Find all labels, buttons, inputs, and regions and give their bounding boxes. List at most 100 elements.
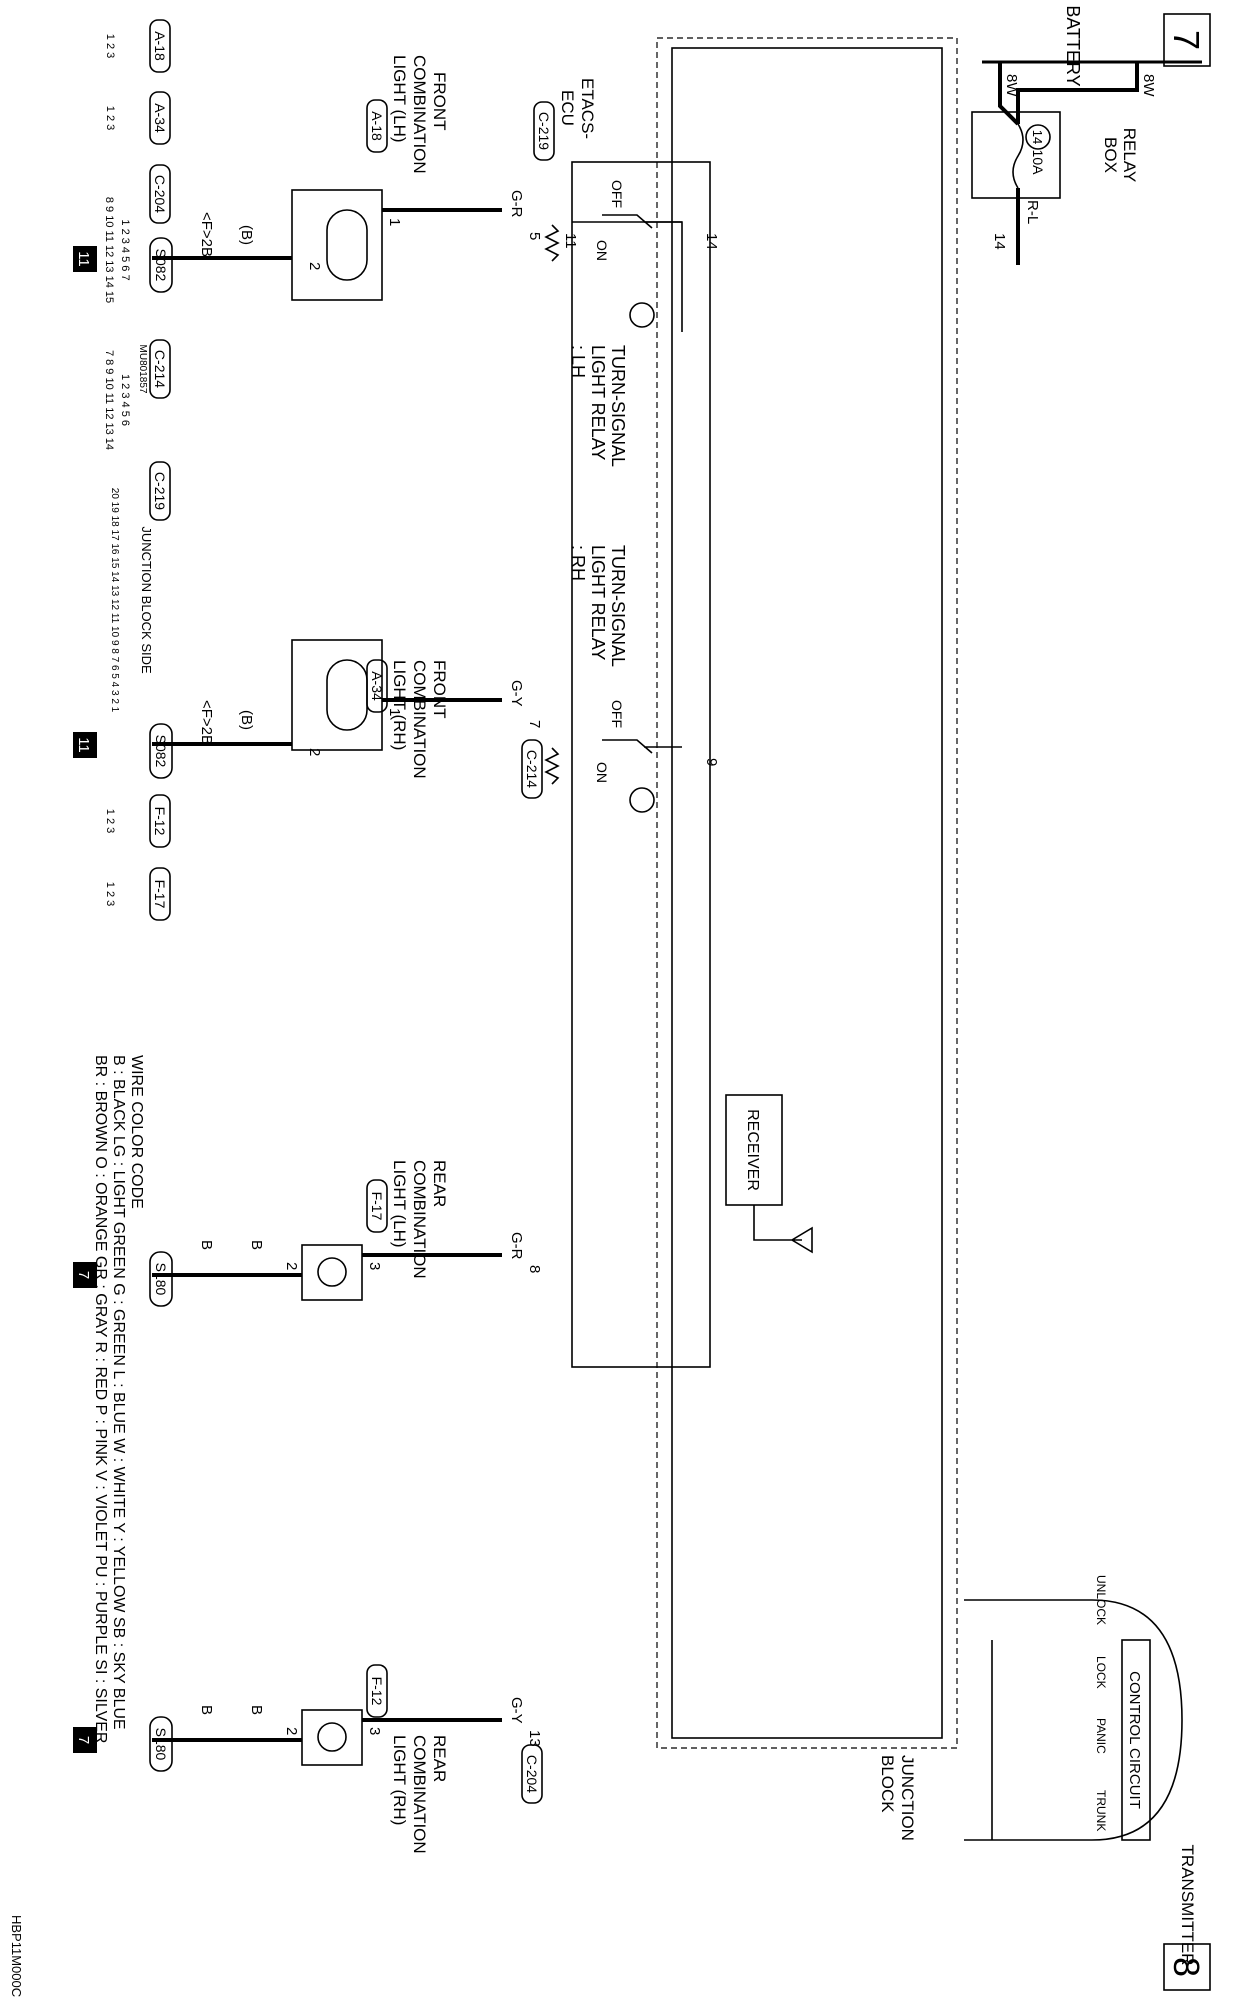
front-lh-bulb <box>326 209 368 281</box>
conn-f17-pins: 1 2 3 <box>104 882 116 906</box>
conn-c214-tag: C-214 <box>152 350 168 388</box>
rear-lh-connector-tag-box <box>366 1179 388 1233</box>
front-rh-label-1: FRONT <box>430 660 449 719</box>
front-rh-ground-wire-color: (B) <box>238 710 255 730</box>
rear-lh-ground-splice-box <box>149 1251 173 1307</box>
control-circuit-label: CONTROL CIRCUIT <box>1126 1671 1143 1809</box>
control-circuit-box <box>1121 1639 1151 1841</box>
page-number-right: 8 <box>1166 1957 1207 1977</box>
front-rh-connector-tag: A-34 <box>369 671 385 701</box>
conn-c204-row2: 8 9 10 11 12 13 14 15 <box>103 197 115 303</box>
tx-switch-lock: LOCK <box>1094 1656 1108 1689</box>
rear-rh-ground-wire-color: B <box>248 1705 265 1715</box>
rear-lh-wire-color: G-R <box>508 1232 525 1260</box>
relay-lh-label-2: LIGHT RELAY <box>588 345 608 460</box>
relay-rh-label-2: LIGHT RELAY <box>588 545 608 660</box>
front-lh-wire-color: G-R <box>508 190 525 218</box>
front-lh-ground-no: 11 <box>75 251 92 267</box>
conn-f12-tag: F-12 <box>152 807 168 836</box>
conn-c214-part: MU801857 <box>137 345 148 394</box>
rear-lh-ground-wire-color-b: B <box>198 1240 215 1250</box>
conn-c219-tag-box <box>149 461 171 521</box>
rear-rh-label-1: REAR <box>430 1735 449 1782</box>
conn-c214-row2: 7 8 9 10 11 12 13 14 <box>103 350 115 450</box>
conn-a34-pins: 1 2 3 <box>104 106 116 130</box>
figure-code: HBP11M000C <box>9 1915 24 1997</box>
rear-lh-connector-tag: F-17 <box>369 1192 385 1221</box>
tx-switch-unlock: UNLOCK <box>1094 1575 1108 1625</box>
relay-box-label-2: BOX <box>1101 137 1120 173</box>
rear-lh-ground-wire-color: B <box>248 1240 265 1250</box>
front-lh-label-3: LIGHT (LH) <box>390 55 409 143</box>
front-lh-pin-b: 2 <box>306 262 323 270</box>
front-rh-jb-connector: C-214 <box>524 750 540 788</box>
rear-lh-lamp-box <box>301 1244 363 1301</box>
ecu-connector-box <box>533 101 555 161</box>
front-lh-connector-tag: A-18 <box>369 111 385 141</box>
relay-box-label-1: RELAY <box>1120 128 1139 183</box>
rear-rh-connector-tag-box <box>366 1664 388 1718</box>
etacs-ecu-box <box>571 161 711 1368</box>
rear-lh-jb-pin: 8 <box>526 1265 543 1273</box>
page-number-right-box <box>1163 1943 1211 1991</box>
conn-f12-pins: 1 2 3 <box>104 809 116 833</box>
receiver-antenna <box>753 1205 813 1254</box>
front-rh-label-3: LIGHT (RH) <box>390 660 409 750</box>
tx-switch-panic: PANIC <box>1094 1718 1108 1754</box>
rear-lh-ground-no-box <box>73 1262 97 1288</box>
ecu-name-1: ETACS- <box>578 78 597 139</box>
front-rh-wire-color: G-Y <box>508 680 525 707</box>
relay-lh-off: OFF <box>609 180 625 208</box>
fuse-symbol <box>1012 123 1024 189</box>
front-rh-bulb <box>326 659 368 731</box>
relay-box-pin-14: 14 <box>991 233 1008 250</box>
relay-rh-off: OFF <box>609 700 625 728</box>
tx-switch-trunk: TRUNK <box>1094 1790 1108 1831</box>
relay-lh-pin: 14 <box>703 233 720 250</box>
front-lh-ground-splice: S082 <box>153 249 169 282</box>
ecu-connector: C-219 <box>536 112 552 150</box>
front-rh-pin-b: 2 <box>306 748 323 756</box>
battery-label: BATTERY <box>1063 5 1083 86</box>
front-rh-ground-no: 11 <box>75 737 92 753</box>
front-lh-connector-tag-box <box>366 99 388 153</box>
junction-block-label-2: BLOCK <box>878 1755 897 1813</box>
front-rh-lamp-box <box>291 639 383 751</box>
front-rh-ground-no-box <box>73 732 97 758</box>
junction-block-inner <box>671 47 943 1739</box>
rear-lh-pin-b: 2 <box>283 1262 300 1270</box>
front-lh-ground-splice-box <box>149 237 173 293</box>
conn-f17-tag: F-17 <box>152 880 168 909</box>
rear-rh-pin-a: 3 <box>366 1727 383 1735</box>
conn-f12-tag-box <box>149 794 171 848</box>
relay-lh-resistor <box>544 224 560 262</box>
rear-rh-bulb <box>317 1722 347 1752</box>
front-lh-ground-no-box <box>73 246 97 272</box>
front-lh-label-1: FRONT <box>430 72 449 131</box>
legend-line-2: BR : BROWN O : ORANGE GR : GRAY R : RED … <box>92 1055 109 1743</box>
fuse-number: 14 <box>1030 130 1045 144</box>
front-rh-ground-tag: <F>2B <box>198 700 215 745</box>
rear-lh-label-1: REAR <box>430 1160 449 1207</box>
rear-lh-label-2: COMBINATION <box>410 1160 429 1279</box>
rear-rh-label-3: LIGHT (RH) <box>390 1735 409 1825</box>
relay-lh-label-3: : LH <box>568 345 588 378</box>
transmitter-outline <box>964 1599 1183 1841</box>
relay-rh-label-1: TURN-SIGNAL <box>608 545 628 667</box>
front-lh-ground-wire-color: (B) <box>238 225 255 245</box>
rear-lh-label-3: LIGHT (LH) <box>390 1160 409 1248</box>
transmitter-label: TRANSMITTER <box>1178 1845 1197 1966</box>
conn-c204-tag: C-204 <box>152 175 168 213</box>
legend-line-1: B : BLACK LG : LIGHT GREEN G : GREEN L :… <box>110 1055 127 1730</box>
rear-rh-connector-tag: F-12 <box>369 1677 385 1706</box>
rear-rh-wire-color: G-Y <box>508 1697 525 1724</box>
rear-rh-lamp-box <box>301 1709 363 1766</box>
conn-c204-row1: 1 2 3 4 5 6 7 <box>119 219 131 280</box>
conn-c214-row1: 1 2 3 4 5 6 <box>119 374 131 426</box>
front-rh-jb-pin: 7 <box>526 720 543 728</box>
legend-title: WIRE COLOR CODE <box>128 1055 145 1209</box>
rear-rh-label-2: COMBINATION <box>410 1735 429 1854</box>
front-lh-jb-pin: 5 <box>526 232 543 240</box>
conn-c214-tag-box <box>149 339 171 399</box>
